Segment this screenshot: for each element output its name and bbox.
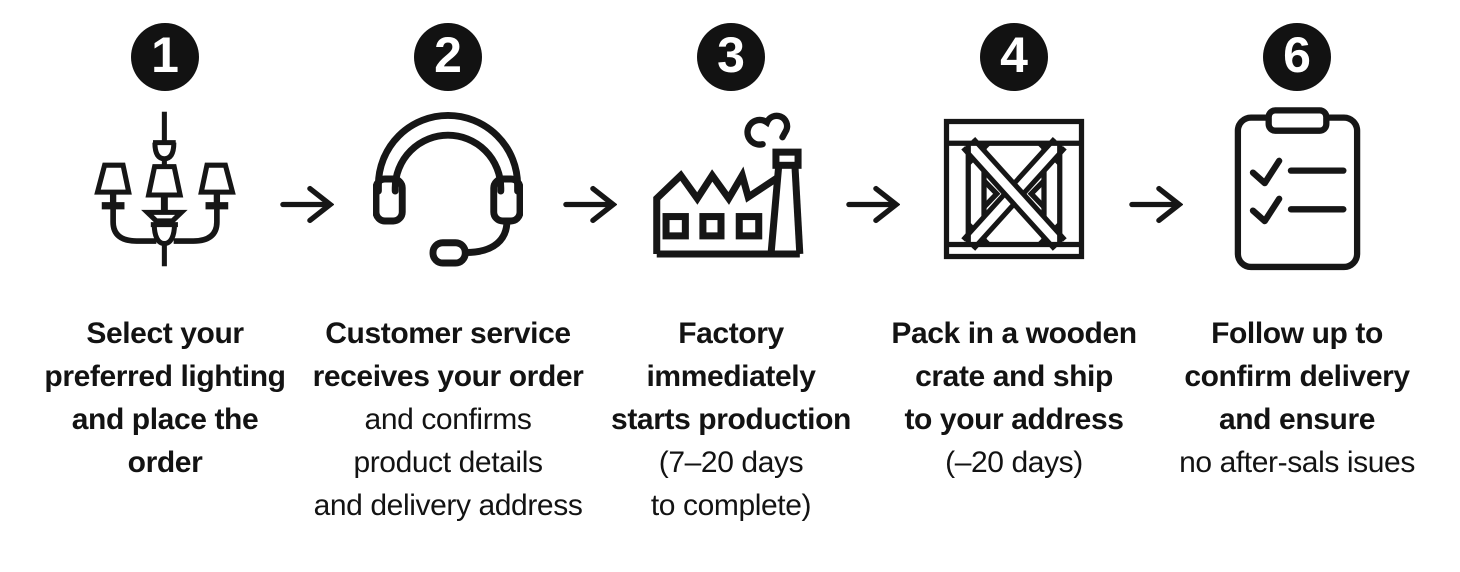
factory-icon <box>653 112 804 258</box>
process-step: 1 Select your preferred lighting and place… <box>44 23 286 484</box>
step-icon-box <box>328 91 568 287</box>
process-step: 3 Factory immediately starts production (7–… <box>611 23 851 527</box>
right-arrow-icon <box>845 185 900 224</box>
text-line: crate and ship <box>915 360 1113 393</box>
process-step: 2 Customer service receives your order and… <box>313 23 584 527</box>
step-number-badge: 4 <box>980 23 1048 91</box>
step-icon-box <box>894 91 1134 287</box>
text-line: to complete) <box>650 489 812 522</box>
text-line: (–20 days) <box>945 446 1083 479</box>
step-description: Factory immediately starts production (7–20… <box>611 312 851 527</box>
step-description: Select your preferred lighting and place t… <box>44 312 286 484</box>
step-arrow <box>562 185 617 224</box>
step-icon-box <box>1177 91 1417 287</box>
text-line: receives your order <box>312 360 584 393</box>
text-line: preferred lighting <box>44 360 286 393</box>
text-line: Factory <box>678 317 784 350</box>
text-line: and place the <box>71 403 259 436</box>
text-line: (7–20 days <box>658 446 804 479</box>
step-arrow <box>1128 185 1183 224</box>
step-number-badge: 1 <box>131 23 199 91</box>
text-line: immediately <box>646 360 816 393</box>
step-arrow <box>845 185 900 224</box>
step-icon-box <box>611 91 851 287</box>
step-description: Follow up to confirm delivery and ensure no… <box>1179 312 1415 484</box>
crate-icon <box>943 118 1085 260</box>
process-step: 4 Pack in a wooden crate and ship to your … <box>891 23 1137 484</box>
step-number-badge: 6 <box>1263 23 1331 91</box>
step-description: Pack in a wooden crate and ship to your ad… <box>891 312 1137 484</box>
clipboard-icon <box>1234 107 1360 271</box>
step-description: Customer service receives your order and c… <box>313 312 584 527</box>
text-line: to your address <box>904 403 1124 436</box>
text-line: and delivery address <box>313 489 583 522</box>
text-line: confirm delivery <box>1184 360 1410 393</box>
step-icon-box <box>45 91 285 287</box>
text-line: starts production <box>611 403 851 436</box>
step-number-badge: 2 <box>414 23 482 91</box>
text-line: no after-sals isues <box>1179 446 1415 479</box>
step-number-badge: 3 <box>697 23 765 91</box>
text-line: Customer service <box>325 317 571 350</box>
text-line: Select your <box>86 317 244 350</box>
chandelier-icon <box>94 111 236 267</box>
process-step: 6 Follow up to confirm delivery and ensure… <box>1177 23 1417 484</box>
text-line: order <box>127 446 203 479</box>
right-arrow-icon <box>279 185 334 224</box>
text-line: and ensure <box>1218 403 1376 436</box>
headset-icon <box>373 111 523 266</box>
step-arrow <box>279 185 334 224</box>
text-line: Follow up to <box>1211 317 1383 350</box>
right-arrow-icon <box>562 185 617 224</box>
text-line: and confirms <box>364 403 532 436</box>
text-line: Pack in a wooden <box>891 317 1137 350</box>
text-line: product details <box>353 446 543 479</box>
right-arrow-icon <box>1128 185 1183 224</box>
